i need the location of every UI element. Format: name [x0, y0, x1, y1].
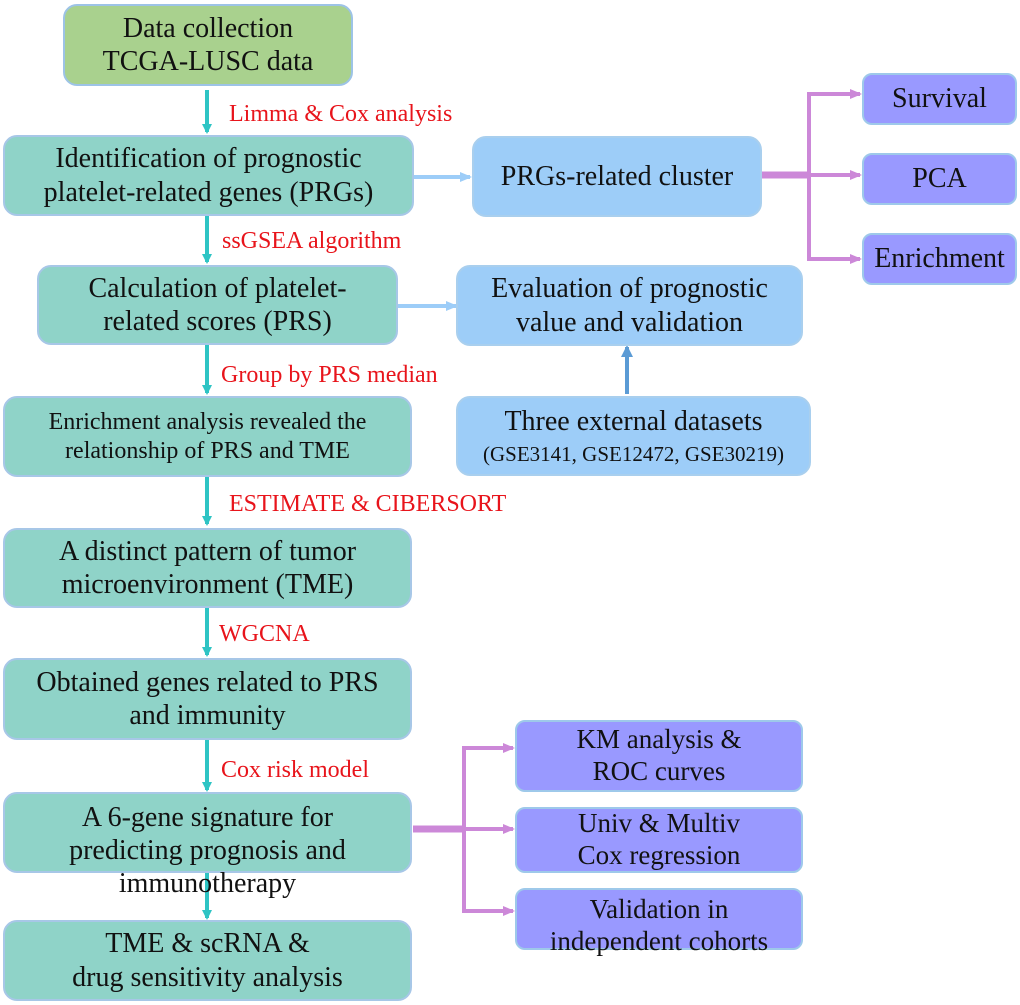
method-label-ssgsea: ssGSEA algorithm [222, 228, 402, 254]
box-survival: Survival [862, 73, 1017, 125]
cluster-branch-enrichment [807, 175, 862, 264]
box-text: Three external datasets [504, 406, 763, 438]
box-text: A 6-gene signature for [81, 802, 334, 833]
box-text: Univ & Multiv [577, 808, 740, 839]
box-text: Obtained genes related to PRS [36, 666, 379, 698]
box-text: microenvironment (TME) [61, 569, 354, 600]
box-text: related scores (PRS) [103, 306, 332, 337]
box-validation-cohorts: Validation in independent cohorts [515, 888, 803, 956]
box-text: Survival [892, 83, 987, 115]
box-text: drug sensitivity analysis [72, 961, 343, 993]
box-obtained-genes: Obtained genes related to PRS and immuni… [3, 658, 412, 740]
box-data-collection: Data collection TCGA-LUSC data [63, 4, 353, 86]
box-text: Validation in [589, 894, 729, 924]
box-text: Cox regression [577, 840, 741, 870]
signature-branch-km [462, 743, 515, 829]
box-text: immunotherapy [118, 868, 297, 900]
box-text: relationship of PRS and TME [65, 437, 350, 464]
box-text: platelet-related genes (PRGs) [43, 176, 374, 208]
box-tme-pattern: A distinct pattern of tumor microenviron… [3, 528, 412, 608]
box-external-datasets: Three external datasets (GSE3141, GSE124… [456, 396, 811, 476]
box-enrichment-analysis: Enrichment analysis revealed the relatio… [3, 396, 412, 477]
method-label-limma-cox: Limma & Cox analysis [229, 101, 453, 127]
method-label-estimate-cibersort: ESTIMATE & CIBERSORT [229, 491, 507, 517]
box-evaluation: Evaluation of prognostic value and valid… [456, 265, 803, 346]
method-label-group-median: Group by PRS median [221, 362, 438, 388]
box-identification-prgs: Identification of prognostic platelet-re… [3, 135, 414, 216]
box-text: A distinct pattern of tumor [58, 535, 357, 567]
box-prgs-cluster: PRGs-related cluster [472, 136, 762, 217]
box-subtext: (GSE3141, GSE12472, GSE30219) [482, 442, 784, 467]
box-text: PCA [912, 163, 967, 195]
box-gene-signature: A 6-gene signature for predicting progno… [3, 792, 412, 899]
box-text: Identification of prognostic [55, 143, 362, 175]
box-text: ROC curves [592, 756, 726, 786]
box-text: predicting prognosis and [69, 835, 346, 867]
box-calculation-prs: Calculation of platelet- related scores … [37, 265, 398, 345]
box-tme-scrna-drug: TME & scRNA & drug sensitivity analysis [3, 920, 412, 1001]
box-km-roc: KM analysis & ROC curves [515, 720, 803, 792]
box-text: Enrichment analysis revealed the [48, 409, 367, 436]
box-text: PRGs-related cluster [500, 160, 734, 192]
box-text: and immunity [129, 700, 286, 731]
box-text: KM analysis & [576, 724, 742, 755]
box-text: Evaluation of prognostic [491, 273, 768, 305]
cluster-branch-survival [807, 89, 862, 175]
box-text: independent cohorts [549, 925, 769, 956]
box-text: Calculation of platelet- [88, 272, 347, 304]
box-text: TME & scRNA & [105, 928, 310, 960]
box-enrichment: Enrichment [862, 233, 1017, 285]
box-pca: PCA [862, 153, 1017, 205]
box-text: Data collection [122, 12, 294, 44]
box-text: Enrichment [874, 243, 1005, 275]
box-text: value and validation [515, 306, 744, 338]
signature-branch-validation [462, 829, 515, 916]
method-label-wgcna: WGCNA [219, 621, 310, 647]
box-text: TCGA-LUSC data [102, 46, 314, 77]
method-label-cox-risk: Cox risk model [221, 757, 369, 783]
box-univ-multiv-cox: Univ & Multiv Cox regression [515, 807, 803, 873]
